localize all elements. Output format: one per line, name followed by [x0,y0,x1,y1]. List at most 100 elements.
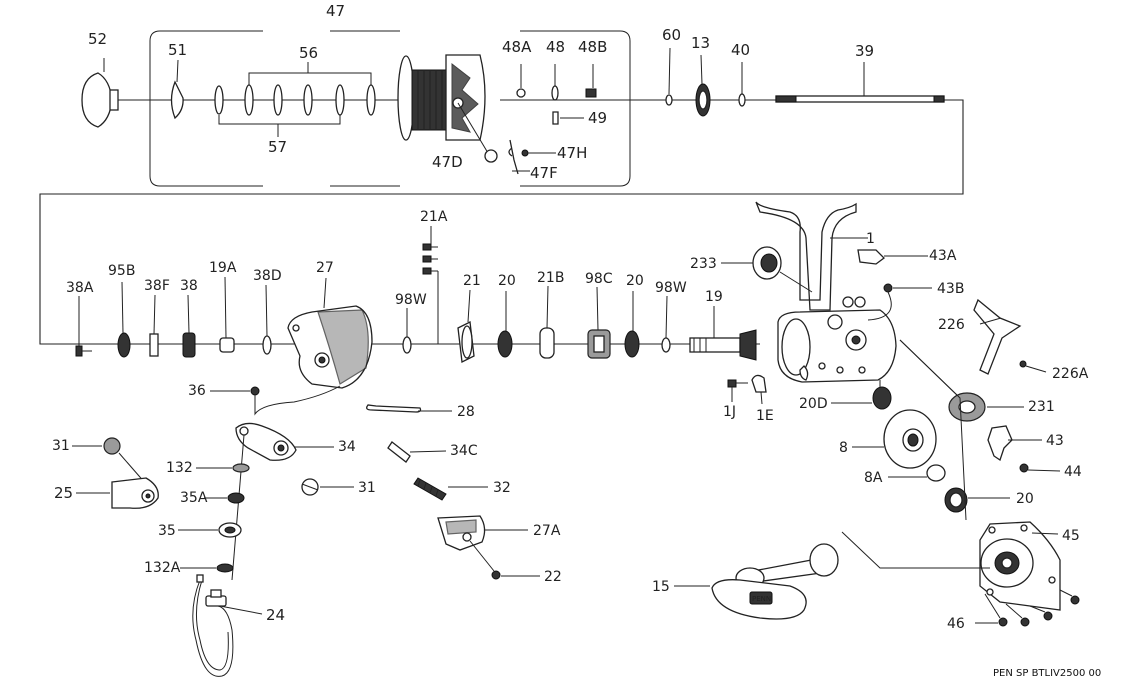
part-46-screws [984,589,1080,627]
label-48: 48 [546,38,565,56]
part-231-gear [948,392,986,422]
label-21A: 21A [420,209,448,225]
label-57: 57 [268,138,287,156]
part-8A-washer [926,464,946,482]
label-48B: 48B [578,38,607,56]
label-132: 132 [166,460,193,476]
part-40-washer [738,93,746,107]
gear-assembly-group: 20D 231 8 8A 43 44 20 [652,339,1082,632]
part-39-main-shaft [775,95,945,103]
label-24: 24 [266,606,285,624]
model-code: PEN SP BTLIV2500 00 [993,668,1102,679]
label-38A: 38A [66,280,94,296]
part-47F-clip [508,139,519,175]
part-35A-bushing [227,492,245,504]
part-48A-nut [516,88,526,98]
part-49-spring [552,111,559,125]
label-43A: 43A [929,248,957,264]
part-45-side-cover [979,521,1061,611]
label-34C: 34C [450,443,478,459]
label-27: 27 [316,260,334,276]
label-98W-b: 98W [655,280,687,296]
label-15: 15 [652,579,670,595]
label-35A: 35A [180,490,208,506]
part-48B-screw [585,88,597,98]
part-43B-screw [883,283,893,293]
part-43A-plate [857,249,885,265]
label-233: 233 [690,256,717,272]
part-19-pinion-gear [689,329,757,361]
part-34C-pin [387,441,411,463]
label-38D: 38D [253,268,282,284]
part-13-gear [695,83,711,117]
label-36: 36 [188,383,206,399]
label-49: 49 [588,109,607,127]
part-38A-screw [75,345,92,357]
label-8: 8 [839,440,848,456]
part-47H-screw [521,149,529,157]
part-22-screw [491,570,501,580]
label-45: 45 [1062,528,1080,544]
label-38F: 38F [144,278,170,294]
part-132-washer [232,463,250,473]
part-20-bearing-b [624,330,640,358]
part-28-wire-spring [366,404,422,413]
part-21A-screws [422,226,438,275]
part-27-bail-arm-lever [287,305,373,389]
part-98W-washer-a [402,336,412,354]
part-34-bail-arm [235,422,297,461]
label-47D: 47D [432,153,463,171]
label-1E: 1E [756,408,774,424]
handle-brand-mark: PENN [752,595,771,603]
label-43: 43 [1046,433,1064,449]
part-1E-bushing [751,374,767,393]
label-98W-a: 98W [395,292,427,308]
part-43-anti-reverse [987,425,1013,462]
part-38-bearing [182,332,196,358]
part-27A-cover [437,515,486,551]
label-20D: 20D [799,396,828,412]
part-51-spring [170,80,184,120]
label-40: 40 [731,41,750,59]
label-20-b: 20 [626,273,644,289]
label-231: 231 [1028,399,1055,415]
label-48A: 48A [502,38,532,56]
part-25-line-roller-housing [111,477,159,509]
label-8A: 8A [864,470,883,486]
part-60-washer [665,94,673,106]
label-31-a: 31 [52,438,70,454]
part-32-coil-spring [413,477,447,501]
part-38D-washer [262,335,272,355]
label-60: 60 [662,26,681,44]
part-20D-bearing [872,386,892,410]
part-52-drag-knob [81,58,119,128]
rotor-assembly-group: 38A 95B 38F 38 19A 38D 27 [66,201,1089,424]
label-1: 1 [866,231,875,247]
label-132A: 132A [144,560,181,576]
label-226: 226 [938,317,965,333]
label-98C: 98C [585,271,613,287]
label-56: 56 [299,44,318,62]
spool-assembly-group: 47 52 51 56 57 [39,2,964,345]
label-25: 25 [54,484,73,502]
label-27A: 27A [533,523,561,539]
label-20-a: 20 [498,273,516,289]
label-32: 32 [493,480,511,496]
label-52: 52 [88,30,107,48]
label-13: 13 [691,34,710,52]
label-20-c: 20 [1016,491,1034,507]
part-21-retainer [457,321,475,363]
label-38: 38 [180,278,198,294]
bail-assembly-group: 36 34 31 31 25 132 [52,383,562,677]
label-226A: 226A [1052,366,1089,382]
part-98W-washer-b [661,337,671,353]
label-43B: 43B [937,281,964,297]
part-31-knob-a [103,437,121,455]
label-19: 19 [705,289,723,305]
part-24-bail-wire [192,574,234,677]
drag-washer-stack [214,62,376,137]
part-47-spool [397,54,498,163]
label-1J: 1J [723,404,736,420]
part-15-handle: PENN [711,543,839,620]
